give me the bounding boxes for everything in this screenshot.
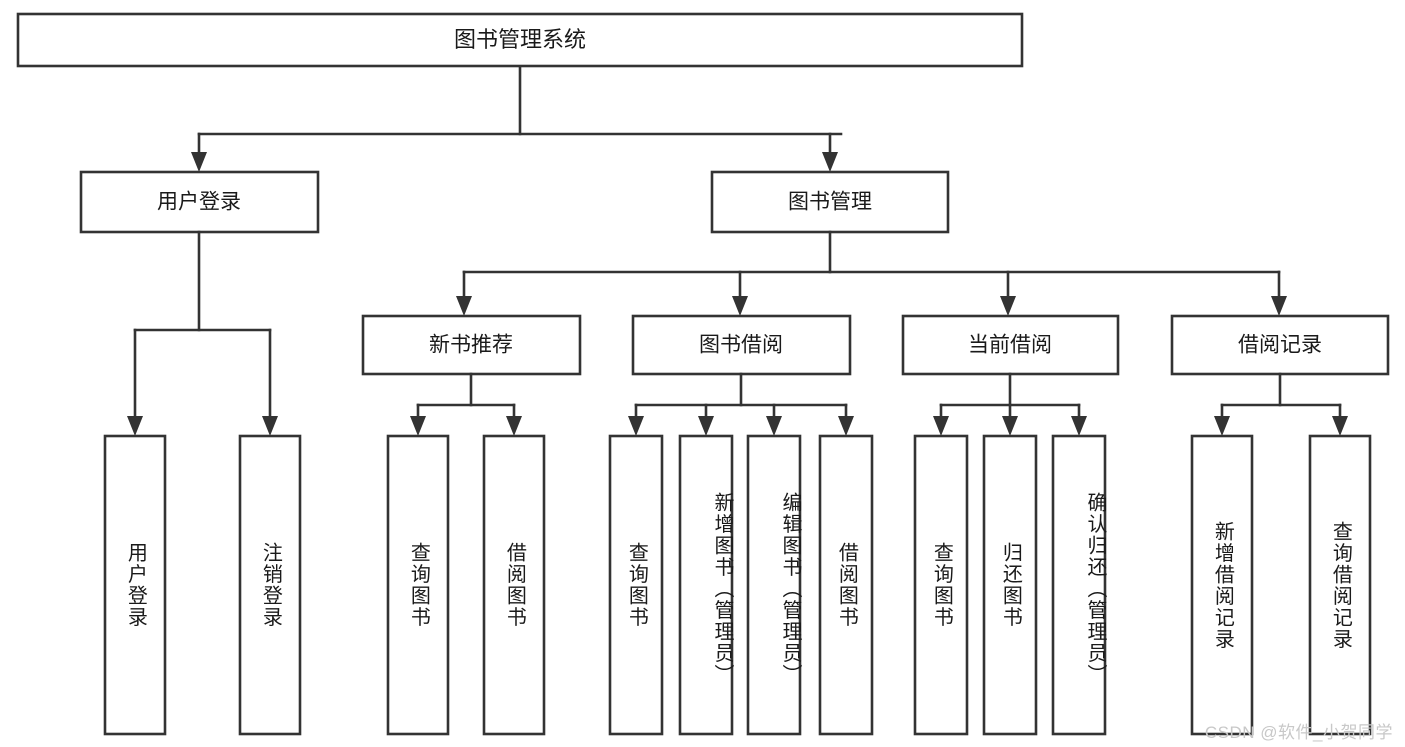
node-box-book-management[interactable] bbox=[710, 170, 950, 234]
node-new-book-recommend[interactable]: 新书推荐 bbox=[361, 314, 582, 376]
node-book-management[interactable]: 图书管理 bbox=[710, 170, 950, 234]
node-box-leaf-borrow-book[interactable] bbox=[818, 434, 874, 736]
node-box-leaf-confirm-return-admin[interactable] bbox=[1051, 434, 1107, 736]
node-box-leaf-query-book-borrow[interactable] bbox=[608, 434, 664, 736]
node-label-new-book-recommend: 新书推荐 bbox=[429, 334, 513, 357]
node-box-leaf-borrow-book-recommend[interactable] bbox=[482, 434, 546, 736]
arrow-head-icon bbox=[1271, 296, 1287, 316]
arrow-head-icon bbox=[822, 152, 838, 172]
arrow-head-icon bbox=[1071, 416, 1087, 436]
arrow-head-icon bbox=[732, 296, 748, 316]
connector-book-mgmt-to-level3 bbox=[456, 230, 1287, 316]
node-current-borrow[interactable]: 当前借阅 bbox=[901, 314, 1120, 376]
node-box-root[interactable] bbox=[16, 12, 1024, 68]
node-box-borrow-record[interactable] bbox=[1170, 314, 1390, 376]
connector-current-borrow-to-leaves bbox=[933, 372, 1087, 436]
node-box-current-borrow[interactable] bbox=[901, 314, 1120, 376]
node-borrow-record[interactable]: 借阅记录 bbox=[1170, 314, 1390, 376]
node-label-root: 图书管理系统 bbox=[454, 27, 586, 52]
node-box-leaf-return-book[interactable] bbox=[982, 434, 1038, 736]
node-box-new-book-recommend[interactable] bbox=[361, 314, 582, 376]
node-label-borrow-record: 借阅记录 bbox=[1238, 334, 1322, 357]
arrow-head-icon bbox=[1214, 416, 1230, 436]
arrow-head-icon bbox=[410, 416, 426, 436]
arrow-head-icon bbox=[1332, 416, 1348, 436]
connector-new-book-to-leaves bbox=[410, 372, 522, 436]
node-box-leaf-add-book-admin[interactable] bbox=[678, 434, 734, 736]
node-box-leaf-add-borrow-record[interactable] bbox=[1190, 434, 1254, 736]
node-box-book-borrow[interactable] bbox=[631, 314, 852, 376]
arrow-head-icon bbox=[628, 416, 644, 436]
node-box-leaf-query-borrow-record[interactable] bbox=[1308, 434, 1372, 736]
node-label-current-borrow: 当前借阅 bbox=[968, 334, 1052, 357]
arrow-head-icon bbox=[262, 416, 278, 436]
node-label-user-login: 用户登录 bbox=[157, 191, 241, 214]
arrow-head-icon bbox=[191, 152, 207, 172]
node-book-borrow[interactable]: 图书借阅 bbox=[631, 314, 852, 376]
arrow-head-icon bbox=[456, 296, 472, 316]
node-box-leaf-query-book-recommend[interactable] bbox=[386, 434, 450, 736]
node-root-system[interactable]: 图书管理系统 bbox=[16, 12, 1024, 68]
node-label-book-borrow: 图书借阅 bbox=[699, 334, 783, 357]
node-box-leaf-user-login[interactable] bbox=[103, 434, 167, 736]
node-box-leaf-edit-book-admin[interactable] bbox=[746, 434, 802, 736]
node-box-leaf-logout[interactable] bbox=[238, 434, 302, 736]
connector-book-borrow-to-leaves bbox=[628, 372, 854, 436]
arrow-head-icon bbox=[1000, 296, 1016, 316]
connector-user-login-to-leaves bbox=[127, 230, 278, 436]
node-label-book-management: 图书管理 bbox=[788, 191, 872, 214]
connector-borrow-record-to-leaves bbox=[1214, 372, 1348, 436]
connector-root-to-level2 bbox=[191, 64, 843, 172]
arrow-head-icon bbox=[506, 416, 522, 436]
arrow-head-icon bbox=[698, 416, 714, 436]
arrow-head-icon bbox=[838, 416, 854, 436]
node-box-leaf-query-book-current[interactable] bbox=[913, 434, 969, 736]
arrow-head-icon bbox=[766, 416, 782, 436]
node-user-login[interactable]: 用户登录 bbox=[79, 170, 320, 234]
arrow-head-icon bbox=[127, 416, 143, 436]
arrow-head-icon bbox=[1002, 416, 1018, 436]
arrow-head-icon bbox=[933, 416, 949, 436]
